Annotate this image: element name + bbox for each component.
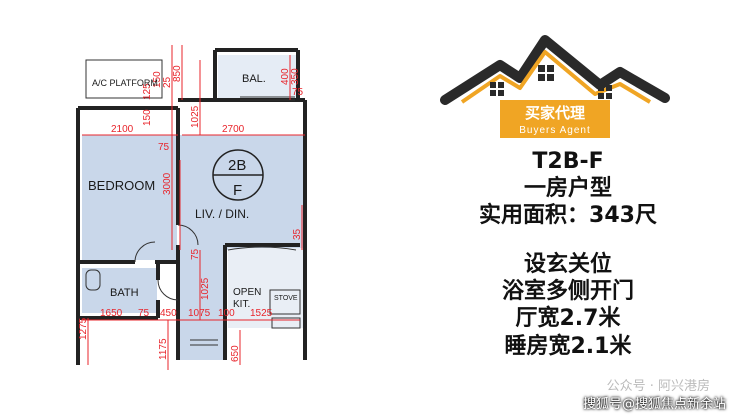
unit-code-bottom: F (233, 182, 242, 199)
dim-450: 450 (160, 308, 177, 319)
dim-1075: 1075 (188, 308, 211, 319)
dim-75-b: 75 (292, 87, 304, 98)
living-area (180, 135, 305, 250)
brand-name-en: Buyers Agent (519, 125, 590, 136)
fixtures (85, 96, 301, 346)
dim-100: 100 (218, 308, 235, 319)
bath-label: BATH (110, 287, 139, 299)
dim-3000: 3000 (162, 172, 173, 195)
roof-icon (440, 35, 670, 105)
dim-2100: 2100 (111, 124, 134, 135)
dim-850: 850 (172, 65, 183, 82)
open-label: OPEN (233, 287, 261, 298)
ac-platform-area (85, 59, 163, 99)
dim-650: 650 (230, 345, 241, 362)
brand-name-cn: 买家代理 (525, 104, 585, 122)
dim-2700: 2700 (222, 124, 245, 135)
dim-125: 125 (142, 83, 153, 100)
ac-platform-label: A/C PLATFORM (92, 78, 158, 88)
living-dining-label: LIV. / DIN. (195, 207, 249, 221)
usable-area: 实用面积：343尺 (479, 203, 657, 229)
layout-type: 一房户型 (523, 176, 612, 202)
watermark-wechat: 公众号 · 阿兴港房 (606, 379, 710, 394)
dim-1175: 1175 (158, 338, 169, 360)
watermark-sohu: 搜狐号@搜狐焦点新余站 (582, 397, 726, 412)
window-icon (490, 65, 612, 99)
feature-item: 睡房宽2.1米 (504, 333, 632, 359)
stove-label: STOVE (274, 295, 298, 302)
walls (76, 48, 307, 365)
floor-plan: 2100 2700 3000 850 1025 150 25 125 400 3… (76, 45, 307, 370)
dim-1025-top: 1025 (190, 105, 201, 128)
dim-150: 150 (152, 71, 163, 88)
kitchen-label: KIT. (233, 299, 250, 310)
dim-75-c: 75 (190, 248, 201, 260)
dim-75-d: 75 (138, 308, 150, 319)
feature-item: 厅宽2.7米 (515, 306, 621, 332)
dim-25: 25 (162, 76, 173, 88)
dim-150-side: 150 (142, 109, 153, 126)
balcony-area (218, 55, 296, 100)
unit-code-top: 2B (228, 157, 246, 174)
dimension-lines (82, 45, 305, 370)
dim-35: 35 (292, 228, 303, 240)
unit-code: T2B-F (532, 149, 604, 174)
dim-350: 350 (290, 68, 301, 85)
buyers-agent-logo: 买家代理 Buyers Agent (440, 30, 670, 145)
dim-1275: 1275 (78, 317, 89, 340)
bedroom-area (82, 135, 177, 260)
entry-area (180, 250, 225, 360)
dim-75-a: 75 (158, 142, 170, 153)
dim-1650: 1650 (100, 308, 123, 319)
feature-item: 浴室多侧开门 (501, 279, 634, 305)
dim-400: 400 (280, 68, 291, 85)
unit-info: T2B-F 一房户型 实用面积：343尺 设玄关位 浴室多侧开门 厅宽2.7米 … (418, 150, 718, 358)
dim-1025-mid: 1025 (200, 277, 211, 300)
balcony-label: BAL. (242, 73, 266, 85)
dim-1525: 1525 (250, 308, 273, 319)
bedroom-label: BEDROOM (88, 178, 155, 193)
feature-item: 设玄关位 (523, 252, 612, 278)
kitchen-area (228, 248, 303, 328)
